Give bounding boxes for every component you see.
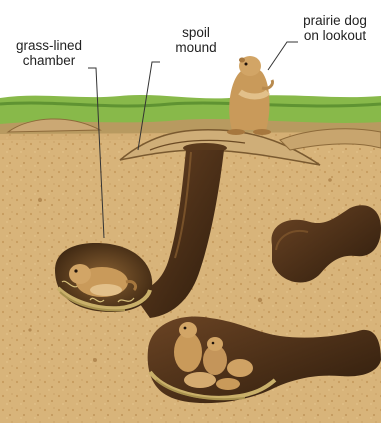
label-spoil-line1: spoil (156, 25, 236, 40)
label-lookout-line1: prairie dog (290, 13, 380, 28)
label-chamber-line2: chamber (0, 53, 98, 68)
label-spoil-mound: spoil mound (156, 25, 236, 55)
label-lookout-line2: on lookout (290, 28, 380, 43)
lookout-leader-line (268, 42, 298, 70)
prairie-dog-on-lookout (227, 56, 273, 135)
label-grass-lined-chamber: grass-lined chamber (0, 38, 98, 68)
label-prairie-dog-lookout: prairie dog on lookout (290, 13, 380, 43)
label-spoil-line2: mound (156, 40, 236, 55)
label-chamber-line1: grass-lined (0, 38, 98, 53)
